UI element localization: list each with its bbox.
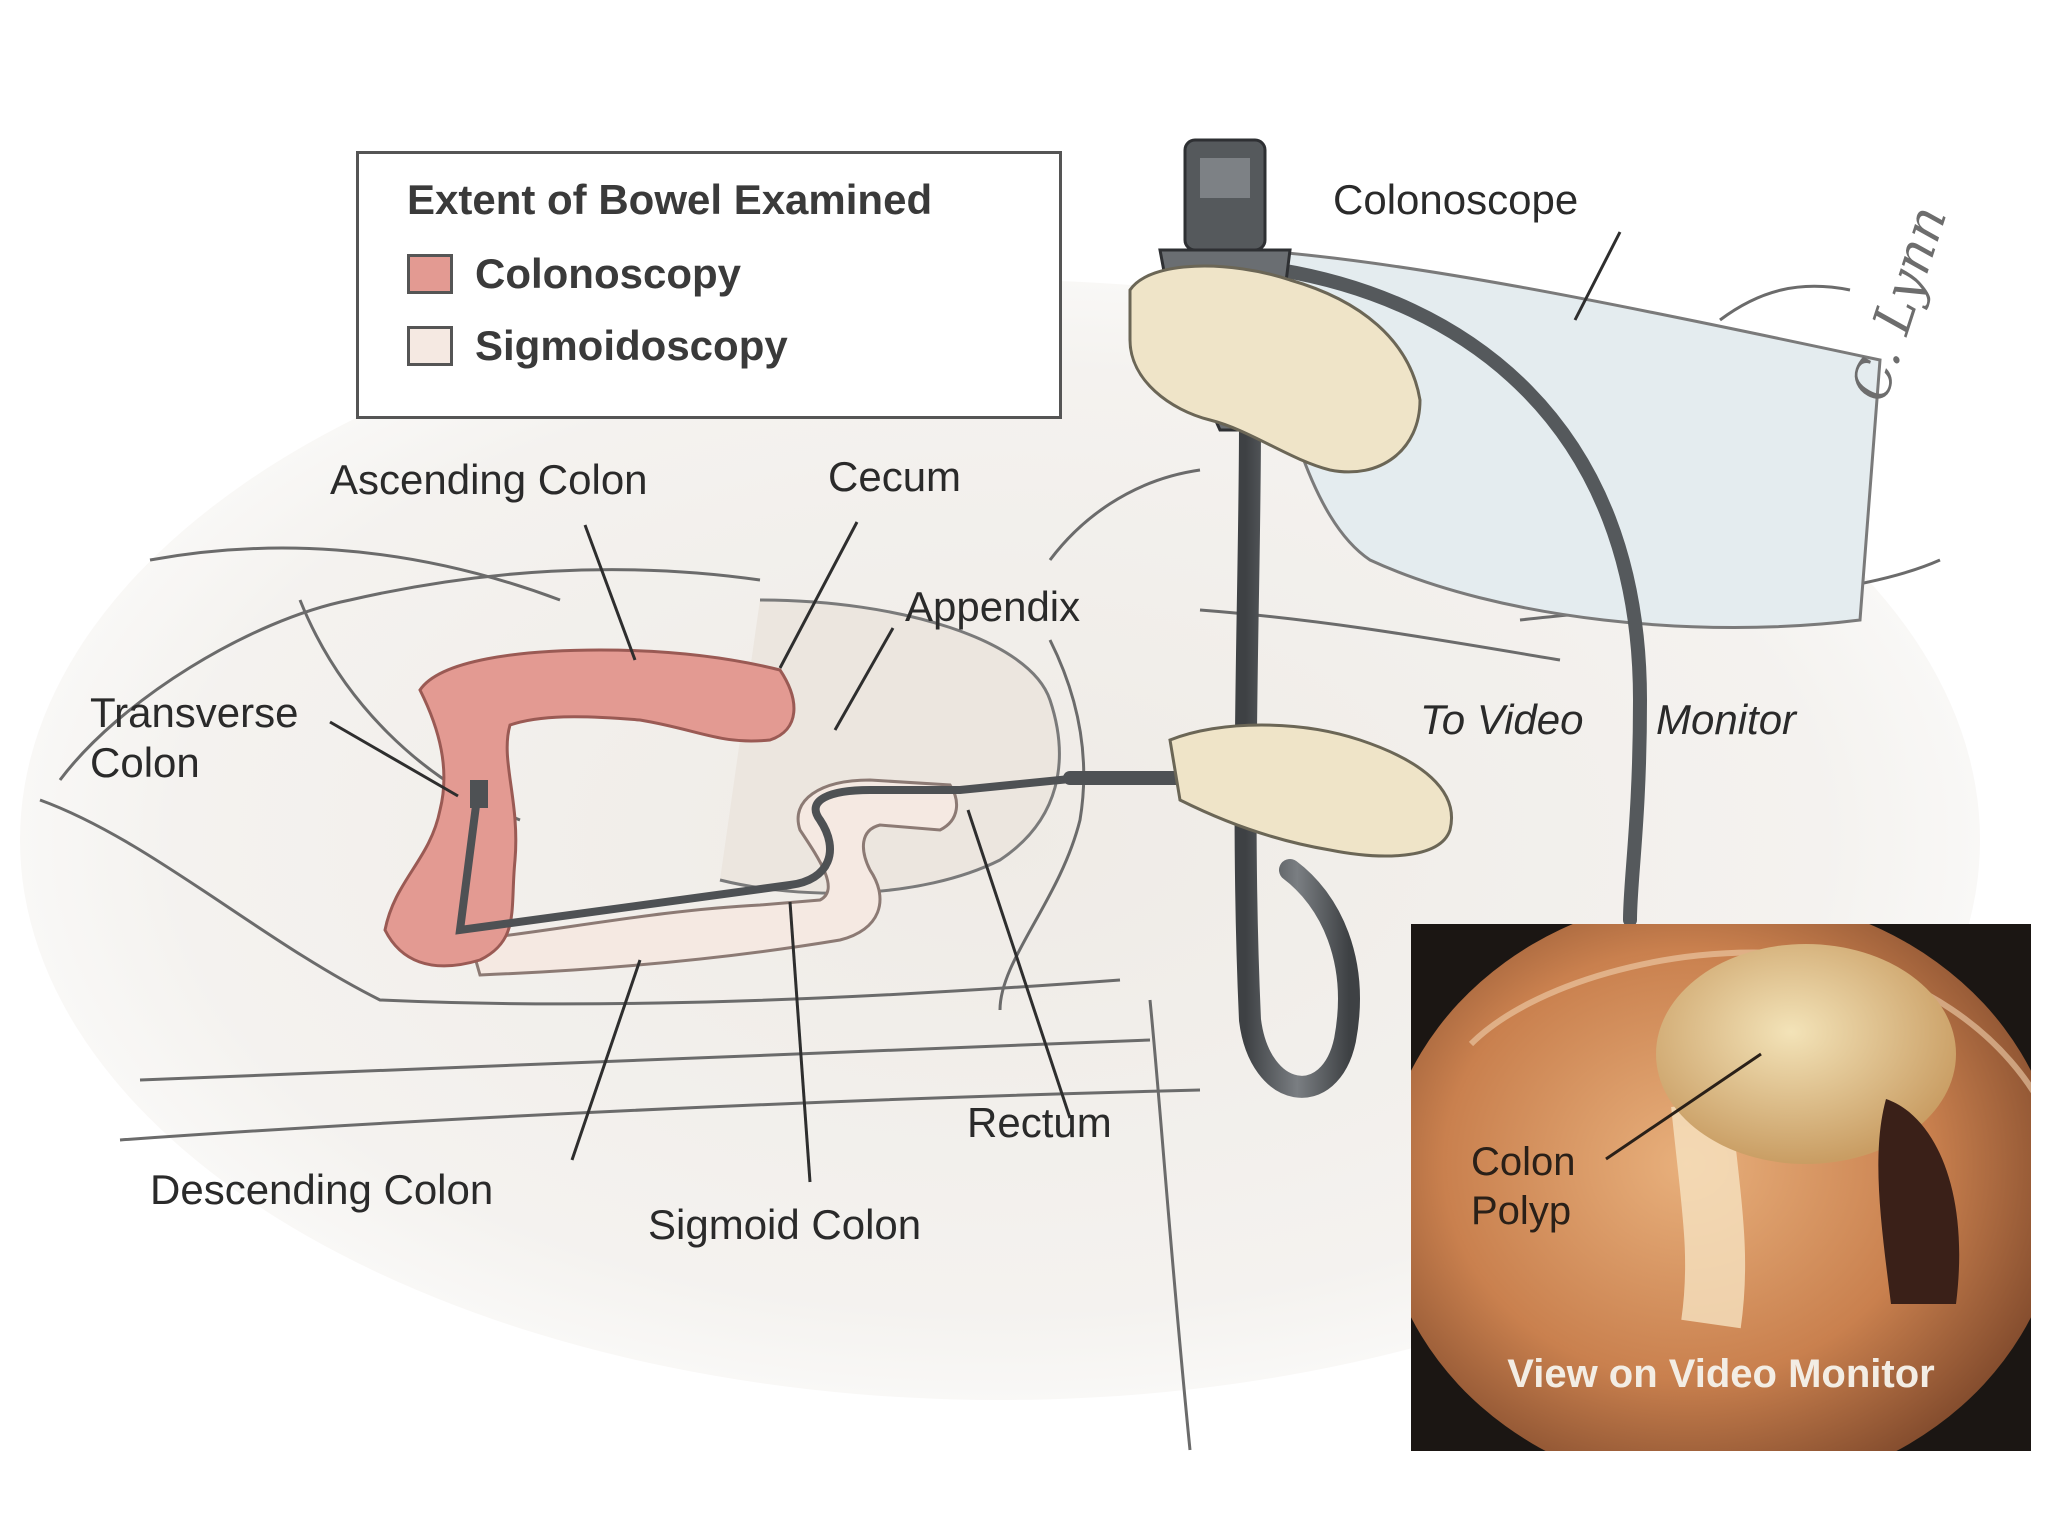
scope-inside-colon	[455, 774, 1081, 935]
video-cable	[1273, 263, 1648, 927]
legend-item-sigmoidoscopy: Sigmoidoscopy	[407, 322, 788, 370]
label-polyp-line1: Colon	[1471, 1140, 1576, 1184]
legend-item-colonoscopy: Colonoscopy	[407, 250, 741, 298]
label-colonoscope: Colonoscope	[1333, 176, 1579, 223]
label-descending-colon: Descending Colon	[150, 1166, 494, 1213]
monitor-caption: View on Video Monitor	[1507, 1352, 1935, 1396]
polyp	[1656, 944, 1956, 1164]
label-cecum: Cecum	[828, 453, 962, 500]
endoscopic-view	[1411, 924, 2031, 1451]
label-sigmoid-colon: Sigmoid Colon	[648, 1201, 922, 1248]
colon-shape	[383, 648, 796, 968]
legend-swatch-colonoscopy	[407, 254, 453, 294]
leader-lines	[329, 231, 1622, 1183]
label-appendix: Appendix	[905, 583, 1081, 630]
legend-label-sigmoidoscopy: Sigmoidoscopy	[475, 322, 788, 369]
colonoscope-tube	[1234, 409, 1360, 1098]
legend-label-colonoscopy: Colonoscopy	[475, 250, 742, 297]
label-ascending-colon: Ascending Colon	[330, 456, 648, 503]
label-transverse-colon-line2: Colon	[90, 739, 200, 786]
sigmoid-colon-shape	[468, 778, 959, 977]
label-transverse-colon-line1: Transverse	[90, 689, 299, 736]
video-monitor-inset: Colon Polyp View on Video Monitor	[1411, 924, 2031, 1451]
legend-box: Extent of Bowel Examined Colonoscopy Sig…	[356, 151, 1062, 419]
label-polyp-line2: Polyp	[1471, 1189, 1572, 1233]
legend-title: Extent of Bowel Examined	[407, 176, 933, 223]
scope-tip	[470, 780, 488, 808]
legend-swatch-sigmoidoscopy	[407, 326, 453, 366]
label-monitor: Monitor	[1656, 696, 1797, 743]
label-rectum: Rectum	[967, 1099, 1112, 1146]
gloved-hands	[1128, 264, 1453, 858]
label-to-video: To Video	[1420, 696, 1584, 743]
